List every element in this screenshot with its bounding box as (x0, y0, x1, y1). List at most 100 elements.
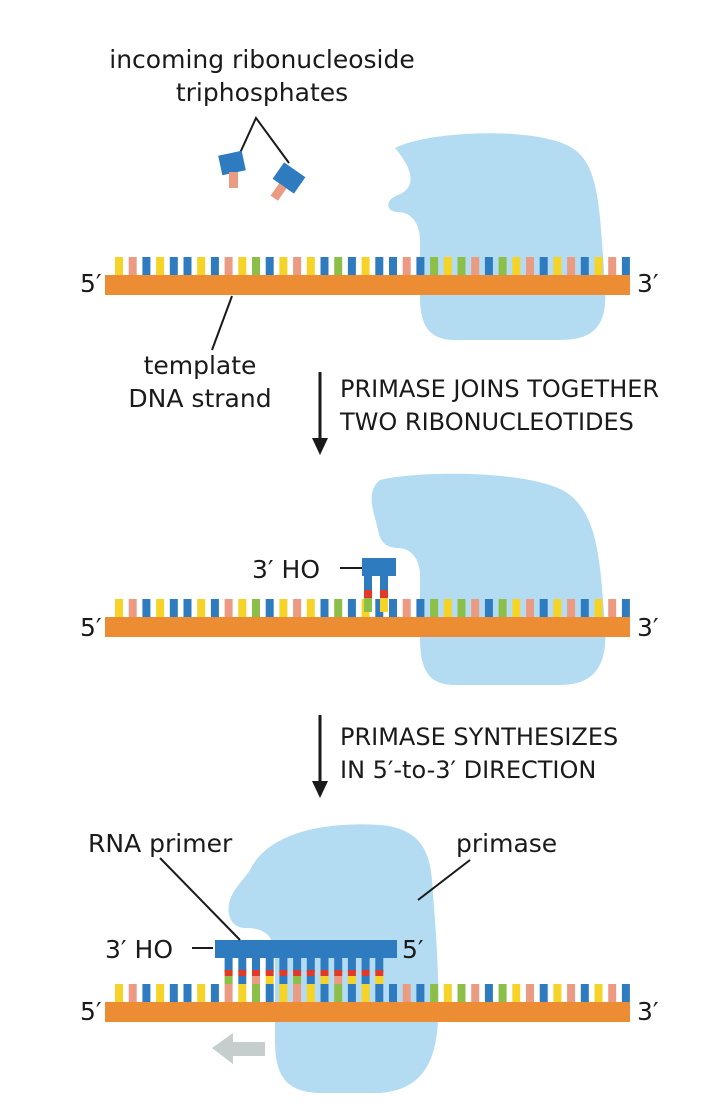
template-base (156, 257, 165, 275)
template-base (238, 257, 247, 275)
panel-3: 5′ 3′ 3′ HO 5′ RNA primer primase (80, 824, 659, 1093)
template-base (347, 984, 356, 1002)
template-base (484, 984, 493, 1002)
template-base (210, 599, 219, 617)
template-base (252, 599, 260, 617)
template-base (128, 984, 137, 1002)
three-prime-ho-label: 3′ HO (105, 935, 173, 964)
template-base (457, 599, 466, 617)
primer-leg (306, 958, 315, 972)
panel-2: 5′ 3′ 3′ HO (80, 473, 659, 685)
template-bases (115, 984, 630, 1002)
template-base (553, 984, 562, 1002)
template-base (115, 984, 123, 1002)
template-base (375, 984, 384, 1002)
incoming-label-line2: triphosphates (176, 78, 348, 107)
template-base (402, 257, 411, 275)
template-base (293, 984, 302, 1002)
primase-shape (228, 824, 439, 1093)
template-base (567, 984, 576, 1002)
template-base (115, 257, 123, 275)
template-base (334, 599, 343, 617)
panel-1: incoming ribonucleoside triphosphates 5′… (80, 45, 659, 413)
primer-leg (224, 958, 233, 972)
template-base (580, 599, 589, 617)
joined-ribonucleotides (362, 558, 396, 612)
primer-base (293, 976, 302, 984)
template-bases (115, 257, 630, 275)
template-base (526, 984, 534, 1002)
template-label-line1: template (144, 351, 257, 380)
template-base (375, 599, 384, 617)
primase-shape (388, 133, 606, 340)
template-base (210, 984, 219, 1002)
template-base (471, 599, 480, 617)
primer-base (306, 976, 315, 984)
template-base (402, 599, 411, 617)
primer-leg (334, 958, 343, 972)
step-2-caption-line1: PRIMASE SYNTHESIZES (340, 723, 618, 751)
template-base (279, 984, 288, 1002)
primer-leg (265, 958, 274, 972)
template-base (306, 984, 315, 1002)
rna-primer (215, 940, 397, 984)
template-base (293, 257, 302, 275)
hydrogen-bond (238, 970, 247, 976)
primer-five-prime-label: 5′ (402, 935, 424, 964)
hydrogen-bond (224, 970, 233, 976)
template-base (608, 257, 617, 275)
template-base (210, 257, 219, 275)
template-base (169, 257, 178, 275)
template-base (142, 599, 151, 617)
template-base (457, 257, 466, 275)
hydrogen-bond (252, 970, 260, 976)
step-1-caption-line1: PRIMASE JOINS TOGETHER (340, 375, 659, 403)
template-base (389, 599, 397, 617)
template-base (471, 257, 480, 275)
template-base (293, 599, 302, 617)
three-prime-label: 3′ (637, 997, 659, 1026)
template-base (389, 257, 397, 275)
template-base (471, 984, 480, 1002)
template-base (265, 984, 274, 1002)
template-base (169, 599, 178, 617)
template-base (142, 257, 151, 275)
template-base (156, 599, 165, 617)
template-base (416, 599, 425, 617)
primer-leg (279, 958, 288, 972)
primer-base (265, 976, 274, 984)
template-base (252, 257, 260, 275)
template-base (443, 257, 452, 275)
template-base (621, 599, 630, 617)
template-base (183, 257, 192, 275)
template-base (197, 984, 206, 1002)
template-base (361, 984, 370, 1002)
step-2-caption-line2: IN 5′-to-3′ DIRECTION (340, 756, 596, 784)
rna-primer-pointer-line (159, 857, 241, 941)
template-base (265, 599, 274, 617)
step-arrow-2: PRIMASE SYNTHESIZES IN 5′-to-3′ DIRECTIO… (312, 715, 618, 798)
rna-primer-label: RNA primer (88, 829, 233, 858)
hydrogen-bond (320, 970, 329, 976)
template-base (334, 257, 343, 275)
five-prime-label: 5′ (80, 997, 102, 1026)
template-base (197, 599, 206, 617)
template-base (238, 599, 247, 617)
template-dna-strand (105, 617, 630, 637)
primase-pointer-line (417, 859, 471, 901)
template-base (375, 257, 384, 275)
primer-base (375, 976, 384, 984)
hydrogen-bond (361, 970, 370, 976)
template-base (320, 599, 329, 617)
template-base (539, 599, 548, 617)
hydrogen-bond (265, 970, 274, 976)
template-label-line2: DNA strand (128, 384, 271, 413)
template-base (347, 599, 356, 617)
primer-leg (238, 958, 247, 972)
template-base (498, 257, 507, 275)
template-base (183, 984, 192, 1002)
template-base (608, 984, 617, 1002)
template-base (553, 599, 562, 617)
template-base (512, 257, 521, 275)
